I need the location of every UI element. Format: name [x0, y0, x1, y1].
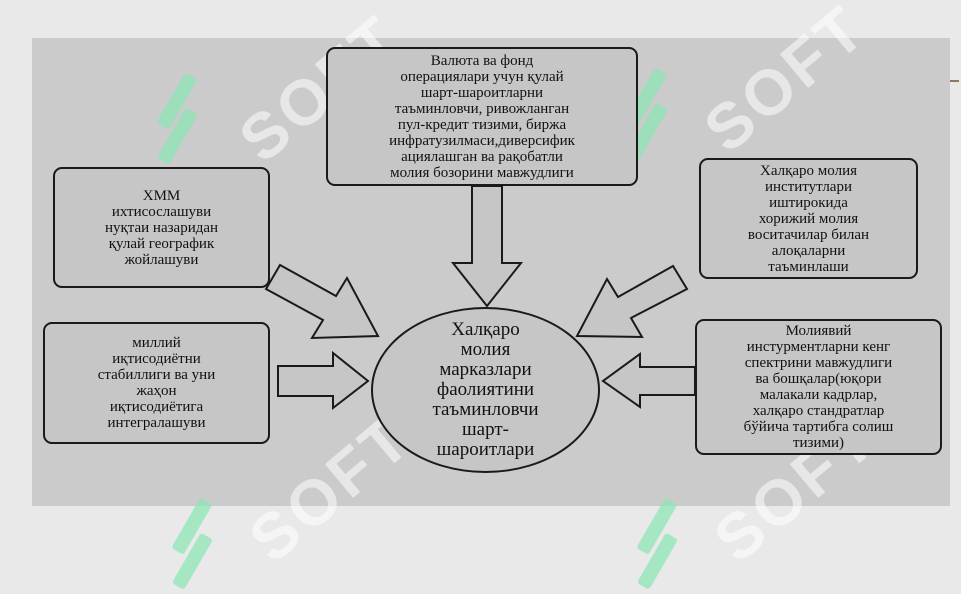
arrow-from-upper-left [264, 263, 380, 340]
arrow-from-lower-right [601, 352, 696, 409]
box-geographic-location: ХММ ихтисослашуви нуқтаи назаридан қулай… [53, 167, 270, 288]
box-national-economy-stability: миллий иқтисодиётни стабиллиги ва уни жа… [43, 322, 270, 444]
corner-mark [950, 80, 959, 82]
box-financial-instruments: Молиявий инстурментларни кенг спектрини … [695, 319, 942, 455]
box-financial-market-conditions: Валюта ва фонд операциялари учун қулай ш… [326, 47, 638, 186]
arrow-from-lower-left [277, 350, 370, 411]
center-ellipse-ifc-conditions: Халқаро молия марказлари фаолиятини таъм… [371, 307, 600, 473]
box-international-institutions: Халқаро молия институтлари иштирокида хо… [699, 158, 918, 279]
arrow-down [450, 185, 524, 308]
arrows-layer [264, 185, 696, 411]
arrow-from-upper-right [575, 264, 689, 339]
